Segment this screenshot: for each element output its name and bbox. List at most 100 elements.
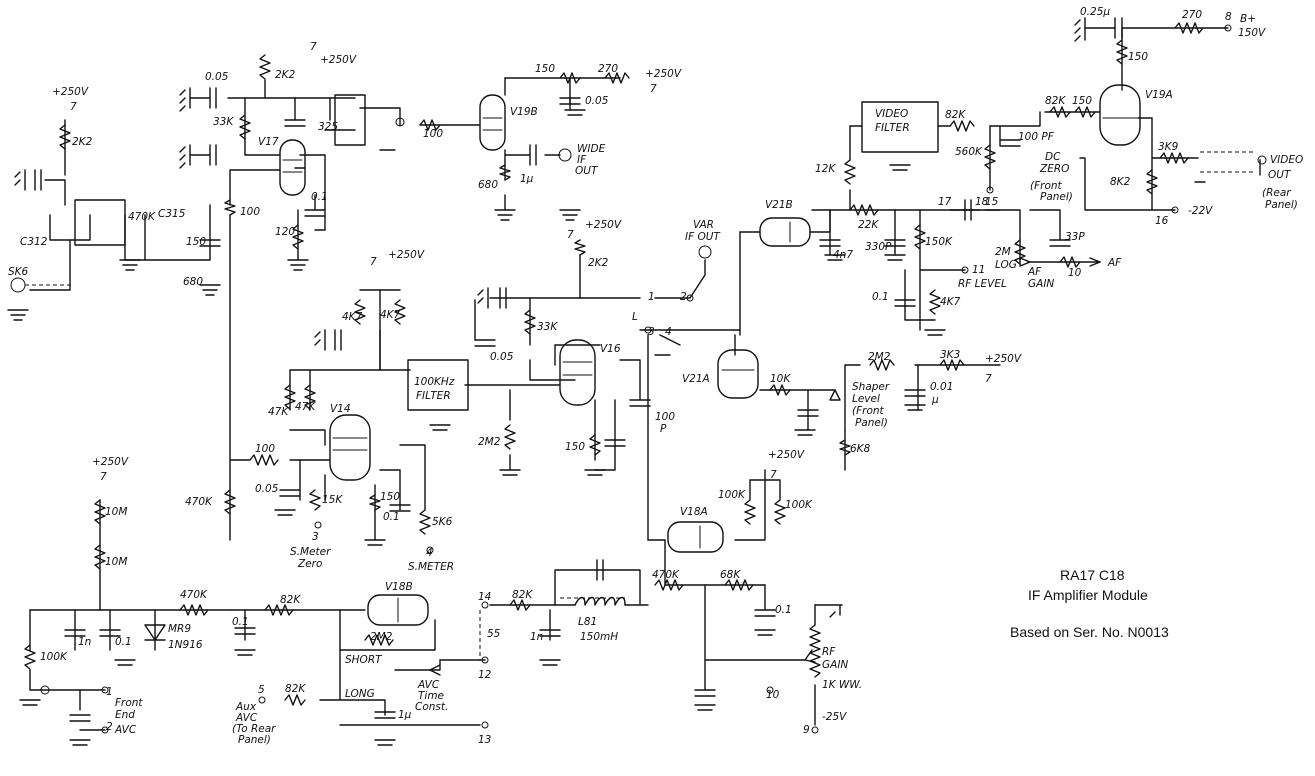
r-100-v17: 100 xyxy=(240,206,260,218)
label-v19b: V19B xyxy=(510,106,538,118)
switch-pin-4: 4 xyxy=(665,326,672,338)
screened-cable-lines xyxy=(25,151,1255,660)
pin-18: 18 xyxy=(975,196,989,208)
rail-250v-a: +250V xyxy=(320,54,357,66)
r-82k-c: 82K xyxy=(280,594,301,606)
smeter-zero-1: S.Meter xyxy=(290,546,331,558)
rail-250v-c: +250V xyxy=(645,68,682,80)
r-100k-b: 100K xyxy=(718,489,746,501)
v14-tube-icon xyxy=(329,414,371,481)
rear-panel-1: (Rear xyxy=(1262,187,1291,199)
v21b-tube-icon xyxy=(759,217,811,247)
signal-labels: SK6 WIDE IF OUT VAR IF OUT VIDEO OUT (Re… xyxy=(8,143,1303,746)
r-10m-a: 10M xyxy=(105,506,127,518)
video-out-connector-icon xyxy=(1257,155,1267,165)
r-2m2-v18b: 2M2 xyxy=(370,631,393,643)
r-270-top: 270 xyxy=(1182,9,1202,21)
block-labels: VIDEO FILTER 100KHz FILTER xyxy=(414,108,910,402)
label-v18b: V18B xyxy=(385,581,413,593)
c-325: 325 xyxy=(318,121,338,133)
pin-7-c: 7 xyxy=(650,83,657,95)
label-v19a: V19A xyxy=(1145,89,1173,101)
af-out-label: AF xyxy=(1107,257,1122,269)
title-block: RA17 C18 IF Amplifier Module Based on Se… xyxy=(1010,567,1169,640)
avc-tc-2: Time xyxy=(418,690,444,702)
rf-level-label: RF LEVEL xyxy=(958,278,1007,290)
r-2k2-v16: 2K2 xyxy=(588,257,609,269)
pin-7-g: 7 xyxy=(770,469,777,481)
mr9-diode-icon xyxy=(144,624,166,641)
l81-value: 150mH xyxy=(580,631,618,643)
title-line-2: IF Amplifier Module xyxy=(1028,587,1148,603)
c312: C312 xyxy=(20,236,48,248)
switch-pin-1: 1 xyxy=(648,291,655,303)
v19a-tube-icon xyxy=(1099,84,1141,146)
c-01-v18a: 0.1 xyxy=(775,604,792,616)
r-82k-video: 82K xyxy=(945,109,966,121)
dc-zero-1: DC xyxy=(1045,151,1061,163)
r-4k7-a: 4K7 xyxy=(342,311,363,323)
long-label: LONG xyxy=(345,688,375,700)
c-150-input: 150 xyxy=(186,236,206,248)
r-470k-b: 470K xyxy=(185,496,213,508)
r-2m2-shaper: 2M2 xyxy=(868,351,891,363)
r-82k-v19a: 82K xyxy=(1045,95,1066,107)
l81-label: L81 xyxy=(578,616,597,628)
r-470k-input: 470K xyxy=(128,211,156,223)
title-line-1: RA17 C18 xyxy=(1060,567,1125,583)
video-out-1: VIDEO xyxy=(1270,154,1303,166)
wide-if-3: OUT xyxy=(575,165,599,177)
label-v21b: V21B xyxy=(765,199,793,211)
wide-if-1: WIDE xyxy=(577,143,606,155)
pin-17: 17 xyxy=(938,196,952,208)
log-label: LOG xyxy=(995,259,1017,271)
rail-bplus: B+ xyxy=(1240,13,1256,25)
resistor-icons xyxy=(24,22,1204,706)
potentiometer-wiper-icons xyxy=(429,257,1101,676)
rf-gain-3: 1K WW. xyxy=(822,679,862,691)
r-12k: 12K xyxy=(815,163,836,175)
switch-label-l: L xyxy=(632,311,638,323)
rf-gain-2: GAIN xyxy=(822,659,848,671)
short-label: SHORT xyxy=(345,654,383,666)
r-10: 10 xyxy=(1068,267,1082,279)
af-gain-1: AF xyxy=(1027,266,1042,278)
pin-3: 3 xyxy=(312,531,319,543)
c-4n7: 4n7 xyxy=(833,249,853,261)
var-if-connector-icon xyxy=(698,245,712,259)
c-01-v17: 0.1 xyxy=(311,191,328,203)
pin-15: 15 xyxy=(985,196,999,208)
v21a-tube-icon xyxy=(717,349,759,399)
pin-8: 8 xyxy=(1225,11,1232,23)
r-10m-b: 10M xyxy=(105,556,127,568)
title-line-3: Based on Ser. No. N0013 xyxy=(1010,624,1169,640)
r-4k7-b: 4K7 xyxy=(380,309,401,321)
rail-250v-f: +250V xyxy=(985,353,1022,365)
aux-avc-4: Panel) xyxy=(238,734,271,746)
l81-inductor-icon xyxy=(574,596,626,606)
rail-250v-e: +250V xyxy=(388,249,425,261)
filter-100k-label-2: FILTER xyxy=(416,390,451,402)
c-001: 0.01 xyxy=(930,381,953,393)
wide-if-2: IF xyxy=(577,154,587,166)
r-10k: 10K xyxy=(770,373,791,385)
dc-zero-2: ZERO xyxy=(1039,163,1069,175)
connector-icons xyxy=(10,24,1267,734)
c-005-v16: 0.05 xyxy=(490,351,514,363)
sk6-label: SK6 xyxy=(8,266,29,278)
label-v18a: V18A xyxy=(680,506,708,518)
sk6-connector-icon xyxy=(10,277,26,293)
rail-neg22v: -22V xyxy=(1188,205,1213,217)
rail-250v-b: +250V xyxy=(52,86,89,98)
pin-10: 10 xyxy=(766,689,780,701)
pin-labels: 15 17 18 11 1 2 3 4 14 55 12 13 10 5 1 2… xyxy=(106,196,999,746)
shaper-1: Shaper xyxy=(852,381,890,393)
dc-front-panel-1: (Front xyxy=(1030,180,1063,192)
c-100p: 100 xyxy=(655,411,675,423)
pin-9: 9 xyxy=(803,724,810,736)
video-filter-block xyxy=(861,101,939,153)
r-3k3: 3K3 xyxy=(940,349,960,361)
pin-16: 16 xyxy=(1155,215,1169,227)
c-005-v19b: 0.05 xyxy=(585,95,609,107)
r-33k-v17: 33K xyxy=(213,116,234,128)
